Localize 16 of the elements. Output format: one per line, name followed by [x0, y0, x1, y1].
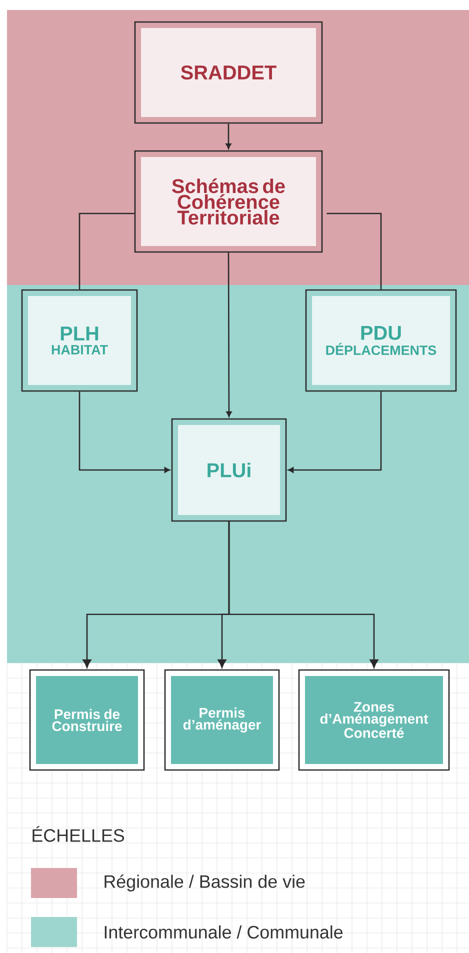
arrow [226, 252, 232, 417]
box: Permis de Construire [29, 669, 145, 771]
box: Zones d’Aménagement Concerté [298, 669, 450, 771]
arrow [288, 392, 382, 473]
box: PDU DÉPLACEMENTS [305, 289, 457, 392]
arrow [228, 522, 378, 668]
legend-label: Régionale / Bassin de vie [104, 874, 305, 892]
box: SRADDET [134, 21, 323, 124]
box: Permis d’aménager [164, 669, 280, 771]
box: PLH HABITAT [21, 289, 138, 392]
legend-title: ÉCHELLES [32, 826, 124, 842]
arrow [78, 392, 170, 473]
box: PLUi [171, 418, 287, 522]
box: Schémas de Cohérence Territoriale [134, 150, 323, 253]
arrow [226, 124, 232, 149]
legend-label: Intercommunale / Communale [104, 925, 343, 939]
